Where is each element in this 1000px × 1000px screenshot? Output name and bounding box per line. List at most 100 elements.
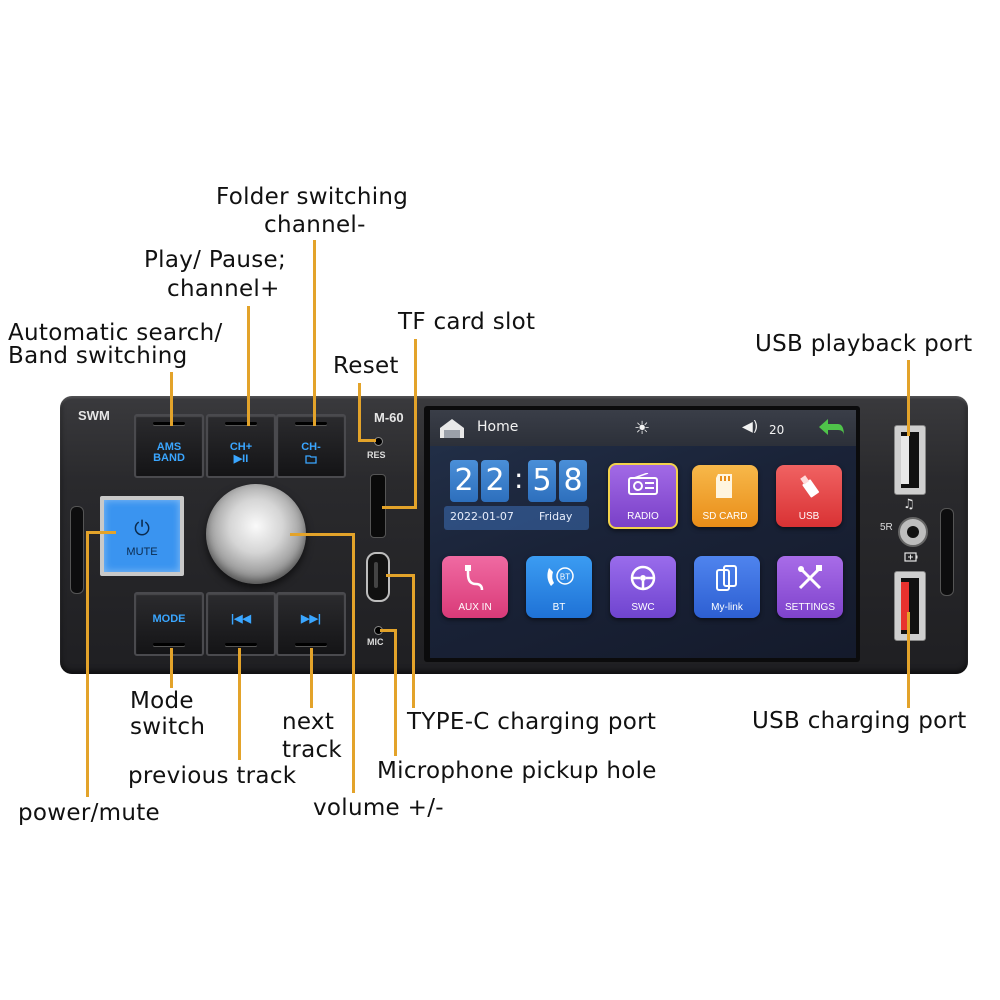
callout-tf-card-slot: TF card slot [398, 309, 536, 335]
leader-mic-v [394, 629, 397, 756]
callout-channel-plus: channel+ [167, 276, 280, 302]
ch-plus-button[interactable]: CH+ ▶II [206, 414, 276, 478]
right-mount-slot [940, 508, 954, 596]
leader-play [247, 306, 250, 426]
leader-mode [170, 648, 173, 688]
callout-type-c-charging-port: TYPE-C charging port [407, 709, 657, 735]
callout-automatic-search: Automatic search/ [8, 320, 223, 346]
ch-minus-label: CH- [301, 441, 321, 453]
type-c-port[interactable] [366, 552, 390, 602]
previous-icon: |◀◀ [231, 613, 251, 625]
date-label: 2022-01-07 [450, 510, 514, 523]
tile-usb[interactable]: USB [776, 465, 842, 527]
model-label: M-60 [374, 410, 404, 425]
ams-band-button[interactable]: AMS BAND [134, 414, 204, 478]
callout-previous-track: previous track [128, 763, 297, 789]
home-icon[interactable] [438, 416, 466, 444]
button-slot [295, 643, 327, 646]
next-icon: ▶▶| [301, 613, 321, 625]
tile-bt-label: BT [552, 602, 566, 613]
power-mute-button[interactable]: ⏻ MUTE [100, 496, 184, 576]
next-track-button[interactable]: ▶▶| [276, 592, 346, 656]
leader-reset-h [358, 439, 376, 442]
previous-track-button[interactable]: |◀◀ [206, 592, 276, 656]
leader-mic-h [380, 629, 396, 632]
battery-icon [904, 552, 918, 565]
leader-volume-h [290, 533, 354, 536]
leader-power-h [86, 531, 116, 534]
usb-playback-port[interactable] [894, 425, 926, 495]
bluetooth-phone-icon: BT [526, 564, 592, 598]
mute-label: MUTE [126, 546, 158, 558]
status-bar: Home ☀ ◀) 20 [430, 410, 856, 446]
tile-my-link[interactable]: My-link [694, 556, 760, 618]
tile-sd-card-label: SD CARD [702, 511, 748, 522]
leader-folder [313, 240, 316, 426]
button-slot [153, 643, 185, 646]
usb-charging-port[interactable] [894, 571, 926, 641]
clock-digit: 5 [528, 460, 556, 502]
play-pause-icon: ▶II [233, 453, 249, 465]
tile-swc[interactable]: SWC [610, 556, 676, 618]
home-label: Home [477, 419, 519, 435]
clock-widget[interactable]: 2 2 : 5 8 2022-01-07 Friday [444, 460, 589, 532]
aux-cable-icon [442, 564, 508, 598]
band-label: BAND [153, 452, 185, 464]
music-icon: ♫ [903, 497, 915, 512]
callout-band-switching: Band switching [8, 343, 188, 369]
button-slot [153, 422, 185, 425]
tile-radio-label: RADIO [627, 511, 659, 522]
usb-port-tongue [901, 436, 909, 484]
leader-usb-charging [907, 612, 910, 708]
tile-radio[interactable]: RADIO [608, 463, 678, 529]
reset-label: RES [367, 450, 386, 460]
brightness-icon[interactable]: ☀ [634, 418, 651, 439]
callout-power-mute: power/mute [18, 800, 160, 826]
power-icon: ⏻ [134, 516, 150, 540]
ch-minus-button[interactable]: CH- [276, 414, 346, 478]
callout-next: next [282, 709, 335, 735]
volume-value: 20 [769, 423, 785, 437]
mode-button[interactable]: MODE [134, 592, 204, 656]
tools-icon [777, 564, 843, 598]
touch-screen[interactable]: Home ☀ ◀) 20 2 2 : 5 8 2022-01-07 Friday… [430, 410, 856, 658]
ch-plus-label: CH+ [229, 441, 253, 453]
speaker-icon: ◀) [742, 419, 759, 435]
callout-switch: switch [130, 714, 206, 740]
tile-settings[interactable]: SETTINGS [777, 556, 843, 618]
back-arrow-icon[interactable] [816, 416, 848, 444]
callout-reset: Reset [333, 353, 399, 379]
sd-card-icon [692, 473, 758, 505]
callout-usb-charging-port: USB charging port [752, 708, 967, 734]
folder-icon [278, 454, 344, 467]
jack-label: 5R [880, 522, 893, 533]
leader-next [310, 648, 313, 708]
clock-digit: 2 [450, 460, 478, 502]
callout-usb-playback-port: USB playback port [755, 331, 973, 357]
tile-aux-in[interactable]: AUX IN [442, 556, 508, 618]
weekday-label: Friday [539, 510, 573, 523]
button-slot [225, 643, 257, 646]
volume-knob[interactable] [206, 484, 306, 584]
leader-previous [238, 648, 241, 760]
tile-bt[interactable]: BT BT [526, 556, 592, 618]
mic-label: MIC [367, 637, 384, 647]
clock-digit: 8 [559, 460, 587, 502]
tile-swc-label: SWC [631, 602, 655, 613]
tile-aux-in-label: AUX IN [458, 602, 492, 613]
mode-label: MODE [152, 613, 186, 625]
usb-port-tongue-red [901, 582, 909, 630]
callout-mode: Mode [130, 688, 194, 714]
usb-stick-icon [776, 473, 842, 505]
leader-tf-v [414, 339, 417, 509]
callout-volume: volume +/- [313, 795, 444, 821]
callout-track: track [282, 737, 343, 763]
aux-jack[interactable] [898, 517, 928, 547]
steering-wheel-icon [610, 564, 676, 598]
leader-tf-h [382, 506, 417, 509]
brand-logo: SWM [78, 408, 110, 423]
callout-channel-minus: channel- [264, 212, 366, 238]
leader-ams [170, 372, 173, 426]
callout-folder-switching: Folder switching [216, 184, 409, 210]
tile-sd-card[interactable]: SD CARD [692, 465, 758, 527]
